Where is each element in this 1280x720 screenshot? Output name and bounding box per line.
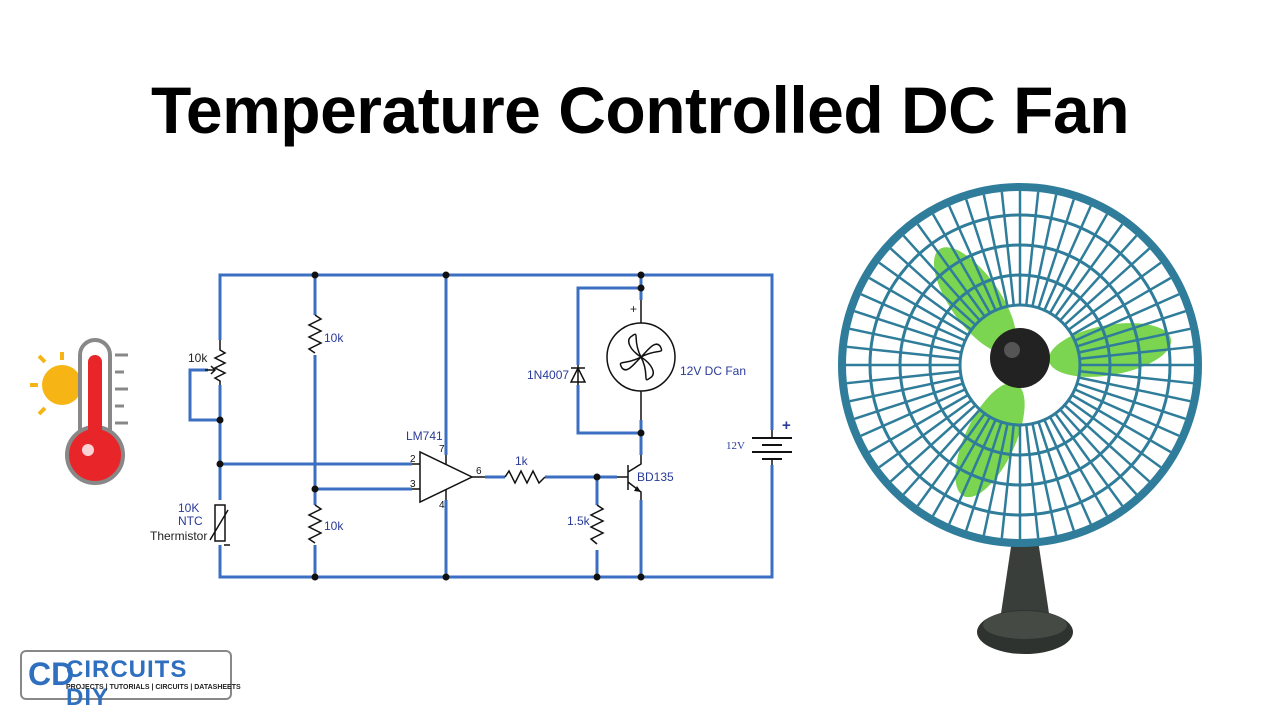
fan-grill-spoke (846, 370, 961, 385)
fan-grill-spoke (1063, 247, 1151, 326)
resistor-top-10k: 10k (307, 314, 344, 354)
fan-grill-spoke (1025, 424, 1040, 539)
svg-text:+: + (782, 417, 791, 434)
resistor-1-5k: 1.5k (567, 504, 605, 545)
fan-grill-spoke (916, 223, 986, 318)
fan-grill-spoke (1054, 412, 1124, 507)
thermistor-ntc: 10K NTC Thermistor (150, 501, 230, 546)
svg-text:1N4007: 1N4007 (527, 368, 569, 382)
fan-grill-spoke (1074, 388, 1180, 437)
thermometer-icon (30, 338, 128, 485)
transistor-bd135: BD135 (617, 455, 674, 500)
dc-fan-photo (838, 183, 1202, 654)
fan-grill-spoke (868, 393, 969, 454)
fan-grill-spoke (1067, 261, 1162, 331)
fan-grill-spoke (849, 327, 962, 354)
fan-grill-spoke (931, 213, 992, 314)
svg-text:+: + (630, 302, 637, 316)
fan-grill-spoke (982, 194, 1009, 307)
fan-grill-spoke (902, 408, 981, 496)
fan-grill-spoke (1043, 419, 1092, 525)
fan-grill-spoke (1076, 382, 1186, 420)
fan-grill-spoke (902, 234, 981, 322)
fan-grill-spoke (860, 293, 966, 342)
svg-text:12V: 12V (726, 440, 745, 452)
fan-grill-spoke (1067, 399, 1162, 469)
fan-grill-spoke (1059, 234, 1138, 322)
fan-grill-spoke (1076, 310, 1186, 348)
fan-grill-spoke (1054, 223, 1124, 318)
svg-text:7: 7 (439, 444, 445, 455)
svg-text:10k: 10k (324, 331, 344, 345)
svg-text:1k: 1k (515, 454, 529, 468)
svg-text:10k: 10k (324, 519, 344, 533)
fan-grill-spoke (1031, 194, 1058, 307)
fan-grill-spoke (1059, 408, 1138, 496)
svg-text:NTC: NTC (178, 514, 203, 528)
fan-grill-spoke (854, 310, 964, 348)
opamp-lm741: LM741 2 3 6 7 4 (406, 429, 485, 511)
fan-grill-spoke (878, 399, 973, 469)
fan-grill-spoke (889, 404, 977, 483)
potentiometer-10k: 10k (188, 340, 227, 385)
fan-grill-spoke (846, 345, 961, 360)
fan-grill-spoke (965, 421, 1003, 531)
fan-grill-spoke (965, 199, 1003, 309)
fan-motor-symbol: + 12V DC Fan (606, 300, 746, 420)
fan-grill-spoke (878, 261, 973, 331)
fan-grill-spoke (948, 205, 997, 311)
battery-12v: + 12V (726, 417, 792, 465)
svg-text:10K: 10K (178, 501, 199, 515)
fan-grill-spoke (1037, 199, 1075, 309)
fan-grill-spoke (1078, 327, 1191, 354)
svg-text:Thermistor: Thermistor (150, 529, 207, 543)
fan-grill-spoke (948, 419, 997, 525)
junction-dots (216, 271, 645, 581)
fan-grill-spoke (1025, 191, 1040, 306)
circuits-diy-logo: CD CIRCUITS DIY PROJECTS | TUTORIALS | C… (20, 650, 241, 711)
fan-grill-spoke (1048, 213, 1109, 314)
fan-grill-spoke (1079, 345, 1194, 360)
fan-grill-spoke (1000, 191, 1015, 306)
fan-grill-spoke (1071, 393, 1172, 454)
fan-grill-spoke (1000, 424, 1015, 539)
fan-grill-spoke (982, 423, 1009, 536)
svg-text:6: 6 (476, 466, 482, 477)
logo-mark: CD (28, 656, 75, 692)
fan-grill-spoke (854, 382, 964, 420)
svg-text:LM741: LM741 (406, 429, 443, 443)
fan-grill-spoke (889, 247, 977, 326)
page-title: Temperature Controlled DC Fan (150, 73, 1130, 147)
logo-tagline: PROJECTS | TUTORIALS | CIRCUITS | DATASH… (66, 684, 241, 691)
svg-text:2: 2 (410, 454, 416, 465)
resistor-1k: 1k (504, 454, 546, 485)
diode-1n4007: 1N4007 (527, 365, 587, 385)
fan-grill-spoke (1078, 376, 1191, 403)
circuit-wires (188, 273, 774, 579)
svg-text:12V DC Fan: 12V DC Fan (680, 364, 746, 378)
fan-grill-spoke (1048, 416, 1109, 517)
fan-grill-spoke (916, 412, 986, 507)
fan-grill-spoke (1071, 276, 1172, 337)
fan-grill-spoke (868, 276, 969, 337)
fan-grill-spoke (1043, 205, 1092, 311)
fan-grill-spoke (1079, 370, 1194, 385)
fan-grill-spoke (1074, 293, 1180, 342)
fan-grill-spoke (860, 388, 966, 437)
svg-text:BD135: BD135 (637, 470, 674, 484)
svg-text:3: 3 (410, 479, 416, 490)
fan-grill-spoke (1037, 421, 1075, 531)
svg-text:10k: 10k (188, 351, 208, 365)
resistor-bottom-10k: 10k (307, 504, 344, 544)
svg-text:4: 4 (439, 500, 445, 511)
fan-grill-spoke (931, 416, 992, 517)
fan-grill-spoke (1063, 404, 1151, 483)
svg-text:1.5k: 1.5k (567, 514, 591, 528)
fan-grill-spoke (1031, 423, 1058, 536)
logo-name: CIRCUITS DIY (66, 656, 188, 711)
fan-grill-spoke (849, 376, 962, 403)
